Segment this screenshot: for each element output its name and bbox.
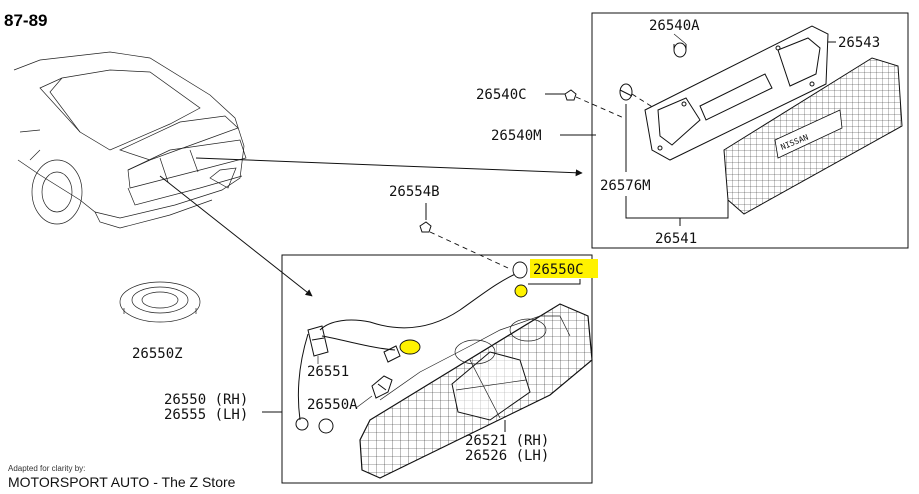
- dash-nut-to-panel: [575, 96, 625, 119]
- callout-26526-lh: 26526 (LH): [465, 448, 549, 464]
- callout-26551: 26551: [307, 364, 349, 380]
- nut-26540C: [564, 89, 577, 101]
- callout-26550C: 26550C: [533, 262, 584, 278]
- socket-26576M: [619, 83, 633, 101]
- callout-26554B: 26554B: [389, 184, 440, 200]
- lower-sockets: [295, 417, 334, 434]
- callout-26555-lh: 26555 (LH): [164, 407, 248, 423]
- center-panel-frame: [591, 12, 909, 249]
- gasket-26543: [644, 25, 829, 161]
- callout-26576M: 26576M: [600, 178, 651, 194]
- bulb-26540A: [673, 42, 687, 58]
- callout-26541: 26541: [655, 231, 697, 247]
- callout-26550-rh: 26550 (RH): [164, 392, 248, 408]
- callout-26550A: 26550A: [307, 397, 358, 413]
- callout-26521-rh: 26521 (RH): [465, 433, 549, 449]
- callout-26550Z: 26550Z: [132, 346, 183, 362]
- callout-26543: 26543: [838, 35, 880, 51]
- connector-26551: [307, 325, 329, 357]
- bulb-26550C: [512, 261, 528, 298]
- credit-main: MOTORSPORT AUTO - The Z Store: [8, 474, 236, 490]
- nut-26554B: [419, 221, 432, 233]
- callout-26540M: 26540M: [491, 128, 542, 144]
- diagram-title: 87-89: [4, 11, 47, 30]
- harness-wire-lower: [297, 333, 309, 421]
- arrow-to-center-panel: [195, 157, 583, 177]
- car-illustration: [13, 51, 247, 229]
- bracket-26550A: [371, 375, 393, 399]
- credit-small: Adapted for clarity by:: [8, 464, 85, 473]
- callout-26540C: 26540C: [476, 87, 527, 103]
- taillamp-frame: [281, 254, 593, 484]
- socket-bulb-assembly: [383, 339, 421, 363]
- harness-wire-upper: [319, 271, 521, 331]
- highlight-26550C: [530, 259, 598, 278]
- retainer-26550Z: [119, 281, 201, 323]
- callout-26540A: 26540A: [649, 18, 700, 34]
- taillamp-lens: [359, 303, 593, 479]
- arrow-to-taillamp: [159, 175, 313, 297]
